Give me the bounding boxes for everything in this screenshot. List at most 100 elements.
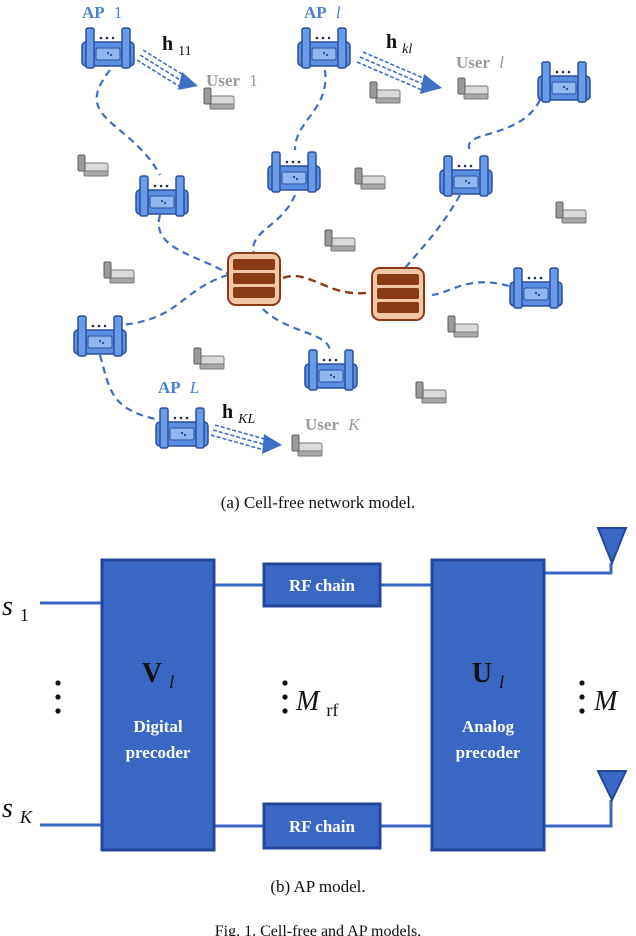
s1-sub: 1 [20, 605, 29, 625]
userl-index: l [499, 53, 504, 72]
h11-base: h [162, 33, 173, 55]
apL-label: AP L [158, 378, 199, 397]
apl-label-text: AP [304, 3, 327, 22]
ap1-index: 1 [114, 3, 123, 22]
antenna-icon [596, 770, 628, 803]
user-device-icon [103, 261, 135, 284]
user-device-icon [415, 381, 447, 404]
rf-chain-top-label: RF chain [289, 576, 356, 595]
apl-index: l [336, 3, 341, 22]
vdots-rf [282, 680, 288, 714]
m-label: M [593, 686, 619, 717]
hkl-sub: kl [402, 42, 412, 57]
user-device-icon [457, 77, 489, 100]
digital-precoder-line1: Digital [133, 717, 182, 736]
access-point-icon [509, 267, 563, 309]
digital-matrix-sub: l [169, 672, 174, 692]
fronthaul-link [95, 69, 161, 176]
access-point-icon [135, 175, 189, 217]
vdots-inputs [55, 680, 61, 714]
access-point-icon [439, 155, 493, 197]
hkl-base: h [386, 31, 397, 53]
fronthaul-link [467, 99, 541, 151]
digital-matrix-base: V [142, 658, 162, 689]
analog-matrix-sub: l [499, 672, 504, 692]
userl-label-text: User [456, 53, 490, 72]
ap1-label-text: AP [82, 3, 105, 22]
user1-index: 1 [249, 71, 258, 90]
analog-matrix-base: U [472, 658, 492, 689]
user1-label-text: User [206, 71, 240, 90]
apl-label: AP l [304, 3, 341, 22]
hkl-label: h kl [386, 31, 412, 57]
hKL-sub: KL [237, 412, 255, 427]
digital-precoder-block [100, 558, 216, 852]
user-device-icon [77, 154, 109, 177]
analog-matrix-label: U l [472, 658, 504, 692]
userK-label: User K [305, 415, 361, 434]
channel-arrow-h11 [136, 49, 198, 90]
user-device-icon [447, 315, 479, 338]
user-device-icon [291, 434, 323, 457]
mrf-base: M [295, 686, 321, 717]
fronthaul-link [404, 194, 461, 269]
apL-label-text: AP [158, 378, 181, 397]
sK-sub: K [19, 807, 33, 827]
analog-precoder-line2: precoder [456, 743, 521, 762]
channel-arrow-hkl [356, 51, 442, 94]
caption-a: (a) Cell-free network model. [221, 493, 415, 512]
mrf-label: M rf [295, 686, 338, 720]
access-point-icon [297, 27, 351, 69]
sK-base: s [2, 793, 13, 824]
cpu-server-icon [371, 267, 425, 321]
channel-arrow-hkl-big [210, 424, 282, 454]
rf-chain-top-block [262, 562, 382, 608]
digital-matrix-label: V l [142, 658, 174, 692]
fronthaul-link [157, 214, 231, 276]
cpu-server-icon [227, 252, 281, 306]
user-device-icon [193, 347, 225, 370]
h11-sub: 11 [178, 44, 191, 59]
fronthaul-link [254, 299, 332, 353]
analog-precoder-block [430, 558, 546, 852]
fronthaul-link [119, 273, 229, 327]
figure-caption: Fig. 1. Cell-free and AP models. [215, 923, 422, 936]
fronthaul-link [293, 69, 327, 151]
signal-lines [40, 563, 613, 828]
analog-precoder-line1: Analog [462, 717, 514, 736]
user-device-icon [555, 201, 587, 224]
h11-label: h 11 [162, 33, 192, 59]
s1-base: s [2, 591, 13, 622]
userK-label-text: User [305, 415, 339, 434]
user-device-icon [203, 87, 235, 110]
sK-label: s K [2, 793, 33, 827]
s1-label: s 1 [2, 591, 29, 625]
digital-precoder-line2: precoder [126, 743, 191, 762]
antenna-icon [596, 527, 628, 566]
vdots-antennas [579, 680, 585, 714]
access-point-icon [155, 407, 209, 449]
user1-label: User 1 [206, 71, 258, 90]
rf-chain-bottom-label: RF chain [289, 817, 356, 836]
access-point-icon [73, 315, 127, 357]
hKL-label: h KL [222, 401, 255, 427]
caption-b: (b) AP model. [270, 877, 365, 896]
userl-label: User l [456, 53, 504, 72]
cpu-interconnect [282, 275, 373, 295]
access-point-icon [304, 349, 358, 391]
fronthaul-link [98, 354, 161, 422]
rf-chain-bottom-block [262, 802, 382, 850]
access-point-icon [81, 27, 135, 69]
user-device-icon [324, 229, 356, 252]
access-point-icon [537, 61, 591, 103]
userK-index: K [347, 415, 361, 434]
fronthaul-link [252, 194, 297, 259]
access-point-icon [267, 151, 321, 193]
fronthaul-link [429, 281, 521, 297]
mrf-sub: rf [326, 700, 338, 720]
apL-index: L [189, 378, 199, 397]
hKL-base: h [222, 401, 233, 423]
fronthaul-links [95, 69, 541, 422]
user-device-icon [369, 81, 401, 104]
